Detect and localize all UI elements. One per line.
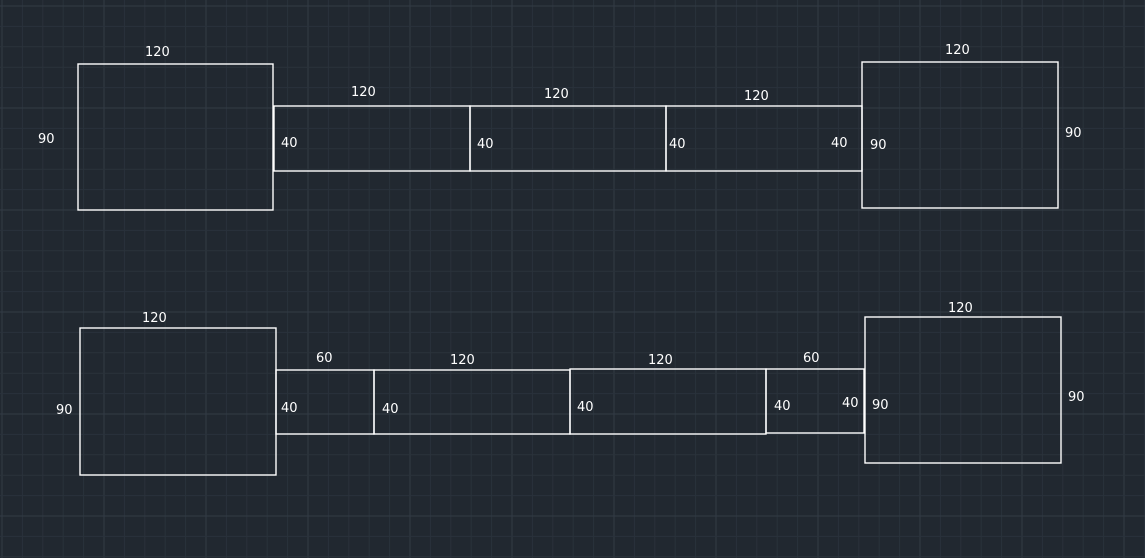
- layout-2-box-6[interactable]: [864, 316, 1062, 464]
- layout-2-box-1-height-label: 90: [56, 403, 73, 418]
- layout-2-box-5-height-label-right: 40: [842, 396, 859, 411]
- layout-1-box-5[interactable]: [861, 61, 1059, 209]
- layout-2-box-6-height-label-right: 90: [1068, 390, 1085, 405]
- layout-2-box-4-width-label: 120: [648, 353, 673, 368]
- layout-2-box-6-height-label-left: 90: [872, 398, 889, 413]
- layout-2-box-5[interactable]: [765, 368, 865, 434]
- layout-1-box-3-width-label: 120: [544, 87, 569, 102]
- layout-1-box-4-width-label: 120: [744, 89, 769, 104]
- layout-2-box-2-height-label: 40: [281, 401, 298, 416]
- layout-1-box-5-height-label-left: 90: [870, 138, 887, 153]
- layout-1-box-1-width-label: 120: [145, 45, 170, 60]
- layout-1-box-3[interactable]: [469, 105, 667, 172]
- layout-2-box-5-height-label-left: 40: [774, 399, 791, 414]
- layout-2-box-2-width-label: 60: [316, 351, 333, 366]
- layout-2-box-5-width-label: 60: [803, 351, 820, 366]
- layout-1-box-4-height-label-left: 40: [669, 137, 686, 152]
- layout-1-box-3-height-label: 40: [477, 137, 494, 152]
- layout-1-box-5-width-label: 120: [945, 43, 970, 58]
- layout-1-box-2-width-label: 120: [351, 85, 376, 100]
- layout-1-box-5-height-label-right: 90: [1065, 126, 1082, 141]
- layout-2-box-3-width-label: 120: [450, 353, 475, 368]
- layout-2-box-3[interactable]: [373, 369, 571, 435]
- layout-2-box-6-width-label: 120: [948, 301, 973, 316]
- layout-bottom: 120 90 60 40 120 40 120 40 60 40 40 120 …: [56, 301, 1085, 476]
- layout-2-box-4-height-label: 40: [577, 400, 594, 415]
- layout-1-box-4-height-label-right: 40: [831, 136, 848, 151]
- layout-top: 120 90 120 40 120 40 120 40 40 120 90 90: [38, 43, 1082, 211]
- layout-1-box-1-height-label: 90: [38, 132, 55, 147]
- layout-1-box-1[interactable]: [77, 63, 274, 211]
- layout-1-box-2[interactable]: [273, 105, 471, 172]
- layout-2-box-1-width-label: 120: [142, 311, 167, 326]
- layout-2-box-3-height-label: 40: [382, 402, 399, 417]
- layout-1-box-2-height-label: 40: [281, 136, 298, 151]
